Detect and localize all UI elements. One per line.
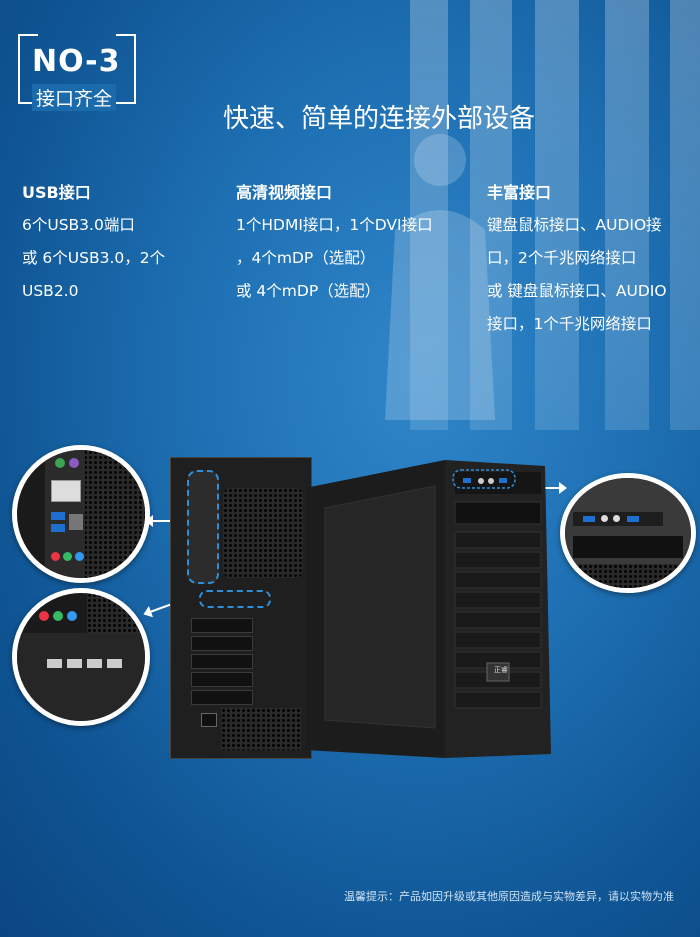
- video-column: 高清视频接口 1个HDMI接口，1个DVI接口 ，4个mDP（选配） 或 4个m…: [236, 176, 456, 308]
- audio-jack-icon: [67, 611, 77, 621]
- usb-line: USB2.0: [22, 282, 79, 300]
- video-line: ，4个mDP（选配）: [236, 249, 376, 267]
- usb-column: USB接口 6个USB3.0端口 或 6个USB3.0，2个 USB2.0: [22, 176, 192, 308]
- video-line: 或 4个mDP（选配）: [236, 282, 381, 300]
- video-title: 高清视频接口: [236, 183, 333, 202]
- rear-io-highlight: [187, 470, 219, 584]
- usb-port-icon: [67, 659, 82, 668]
- case-front-view: [305, 460, 551, 758]
- usb-port-icon: [47, 659, 62, 668]
- vent-mesh: [573, 564, 683, 588]
- drive-bay: [573, 536, 683, 558]
- usb-line: 或 6个USB3.0，2个: [22, 249, 166, 267]
- expansion-slot: [191, 690, 253, 705]
- vent-mesh: [83, 450, 145, 578]
- audio-jack-icon: [39, 611, 49, 621]
- audio-jack-icon: [75, 552, 84, 561]
- ports-line: 或 键盘鼠标接口、AUDIO: [487, 282, 667, 300]
- rear-usb-highlight: [199, 590, 271, 608]
- expansion-slot: [191, 654, 253, 669]
- usb-port-icon: [87, 659, 102, 668]
- power-socket-icon: [201, 713, 217, 727]
- technician-silhouette: [385, 134, 495, 420]
- ps2-port-icon: [69, 458, 79, 468]
- usb-port-icon: [583, 516, 595, 522]
- usb-port-icon: [107, 659, 122, 668]
- audio-jack-icon: [601, 515, 608, 522]
- rear-usb-zoom: [12, 588, 150, 726]
- usb-line: 6个USB3.0端口: [22, 216, 135, 234]
- dvi-port-icon: [51, 480, 81, 502]
- ps2-port-icon: [55, 458, 65, 468]
- ports-line: 口，2个千兆网络接口: [487, 249, 637, 267]
- usb-port-icon: [627, 516, 639, 522]
- ports-line: 接口，1个千兆网络接口: [487, 315, 652, 333]
- front-logo: 正睿: [494, 666, 508, 674]
- expansion-slot: [191, 636, 253, 651]
- page-title: 快速、简单的连接外部设备: [222, 104, 535, 134]
- video-line: 1个HDMI接口，1个DVI接口: [236, 216, 433, 234]
- rear-fan-vent: [223, 488, 303, 578]
- ports-line: 键盘鼠标接口、AUDIO接: [487, 216, 662, 234]
- expansion-area: [17, 633, 145, 721]
- audio-jack-icon: [53, 611, 63, 621]
- front-panel-zoom: [560, 473, 696, 593]
- audio-jack-icon: [63, 552, 72, 561]
- badge-number: NO-3: [32, 44, 121, 79]
- ports-title: 丰富接口: [487, 183, 552, 202]
- footer-note: 温馨提示：产品如因升级或其他原因造成与实物差异，请以实物为准: [344, 890, 674, 903]
- ethernet-port-icon: [69, 514, 83, 530]
- case-rear-view: [170, 457, 312, 759]
- audio-jack-icon: [613, 515, 620, 522]
- badge-subtitle: 接口齐全: [32, 84, 117, 111]
- section-badge: NO-3 接口齐全: [18, 34, 136, 111]
- usb-title: USB接口: [22, 183, 91, 202]
- audio-jack-icon: [51, 552, 60, 561]
- usb-port-icon: [51, 524, 65, 532]
- usb-port-icon: [51, 512, 65, 520]
- datacenter-background: [370, 0, 700, 430]
- psu-vent: [221, 708, 301, 750]
- expansion-slot: [191, 618, 253, 633]
- rear-io-zoom: [12, 445, 150, 583]
- expansion-slot: [191, 672, 253, 687]
- ports-column: 丰富接口 键盘鼠标接口、AUDIO接 口，2个千兆网络接口 或 键盘鼠标接口、A…: [487, 176, 687, 341]
